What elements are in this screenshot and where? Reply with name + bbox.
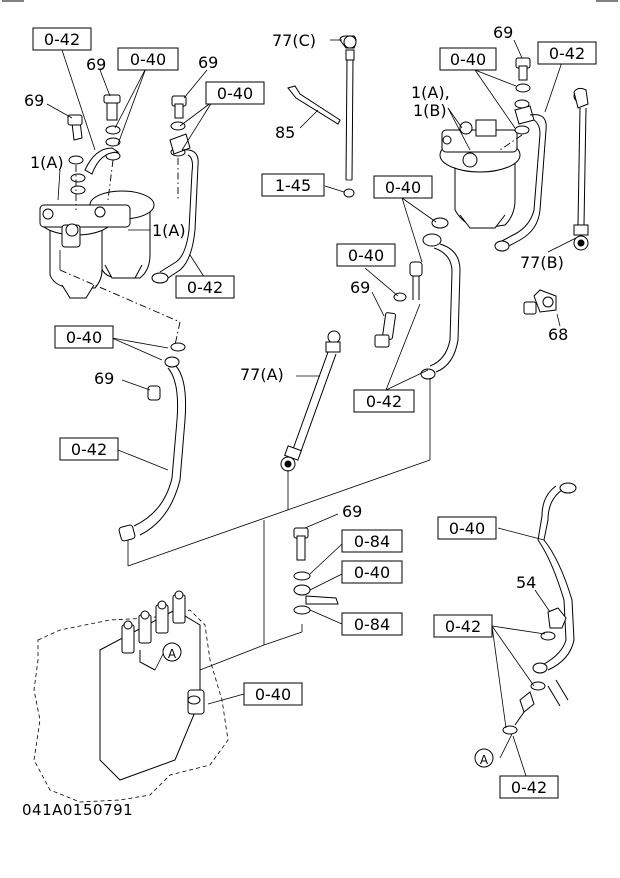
part-label: 69 bbox=[94, 369, 114, 388]
callout-text: 0-42 bbox=[366, 392, 402, 411]
callout-box: 0-40 bbox=[373, 175, 433, 199]
callout-box: 0-42 bbox=[499, 775, 559, 799]
part-label: 68 bbox=[548, 325, 568, 344]
part-label: 69 bbox=[24, 91, 44, 110]
callout-text: 1-45 bbox=[275, 176, 311, 195]
fuel-pipe-left-lower bbox=[59, 269, 187, 542]
callout-box: 0-40 bbox=[341, 560, 403, 584]
fuel-filter-left bbox=[39, 190, 155, 299]
callout-text: 0-40 bbox=[66, 328, 102, 347]
injection-pump-block bbox=[33, 590, 245, 803]
callout-text: 0-40 bbox=[348, 246, 384, 265]
part-label: 77(A) bbox=[240, 365, 284, 384]
callout-text: 0-42 bbox=[445, 617, 481, 636]
callout-text: 0-40 bbox=[354, 563, 390, 582]
part-label: 69 bbox=[342, 502, 362, 521]
callout-box: 0-42 bbox=[433, 614, 493, 638]
callout-box: 0-84 bbox=[341, 529, 403, 553]
callout-text: 0-40 bbox=[385, 178, 421, 197]
reference-text: A bbox=[480, 753, 489, 767]
callout-text: 0-40 bbox=[255, 685, 291, 704]
part-label: 1(A) bbox=[30, 153, 64, 172]
part-label: 77(C) bbox=[272, 31, 316, 50]
callout-box: 0-40 bbox=[437, 516, 497, 540]
callout-box: 0-40 bbox=[336, 243, 396, 267]
callout-box: 0-40 bbox=[54, 325, 114, 349]
callout-box: 1-45 bbox=[261, 173, 325, 197]
callout-box: 0-42 bbox=[59, 437, 119, 461]
clip-85 bbox=[287, 85, 341, 129]
part-label: 69 bbox=[350, 278, 370, 297]
callout-box: 0-42 bbox=[175, 275, 235, 299]
callout-box: 0-40 bbox=[439, 47, 497, 71]
pipe-77b bbox=[547, 87, 589, 253]
part-label: 77(B) bbox=[520, 253, 564, 272]
callout-box: 0-40 bbox=[243, 682, 303, 706]
reference-marker-a: A bbox=[154, 642, 182, 671]
right-top-fittings bbox=[474, 39, 563, 252]
reference-marker-a: A bbox=[474, 748, 494, 768]
fuel-pipe-left-top bbox=[151, 149, 211, 287]
pipe-77a bbox=[280, 330, 341, 472]
part-label: 1(B) bbox=[413, 101, 447, 120]
callout-text: 0-42 bbox=[71, 440, 107, 459]
part-label: 1(A) bbox=[152, 221, 186, 240]
fuel-pipe-right-bottom bbox=[491, 482, 577, 777]
callout-text: 0-40 bbox=[449, 519, 485, 538]
callout-text: 0-42 bbox=[511, 778, 547, 797]
callout-text: 0-84 bbox=[354, 532, 390, 551]
callout-text: 0-40 bbox=[217, 84, 253, 103]
callout-box: 0-42 bbox=[537, 41, 597, 65]
callout-box: 0-42 bbox=[353, 389, 415, 413]
callout-text: 0-40 bbox=[130, 50, 166, 69]
callout-text: 0-42 bbox=[549, 44, 585, 63]
pipe-77c bbox=[324, 35, 357, 198]
callout-text: 0-42 bbox=[187, 278, 223, 297]
callout-box: 0-84 bbox=[341, 612, 403, 636]
callout-box: 0-40 bbox=[117, 47, 179, 71]
routing-lines bbox=[127, 378, 431, 671]
fuel-filter-right bbox=[439, 107, 521, 229]
left-fittings bbox=[46, 49, 213, 231]
callout-text: 0-84 bbox=[354, 615, 390, 634]
part-label: 69 bbox=[86, 55, 106, 74]
part-label: 1(A), bbox=[411, 83, 450, 102]
callout-box: 0-40 bbox=[205, 81, 265, 105]
part-label: 85 bbox=[275, 123, 295, 142]
callout-text: 0-42 bbox=[44, 30, 80, 49]
part-label: 69 bbox=[198, 53, 218, 72]
callout-box: 0-42 bbox=[32, 27, 92, 51]
callout-text: 0-40 bbox=[450, 50, 486, 69]
drawing-code: 041A0150791 bbox=[22, 801, 133, 819]
part-68 bbox=[523, 289, 561, 327]
center-fittings bbox=[364, 197, 461, 391]
part-label: 69 bbox=[493, 23, 513, 42]
part-label: 54 bbox=[516, 573, 536, 592]
center-lower-fittings bbox=[293, 513, 343, 625]
reference-text: A bbox=[168, 647, 177, 661]
